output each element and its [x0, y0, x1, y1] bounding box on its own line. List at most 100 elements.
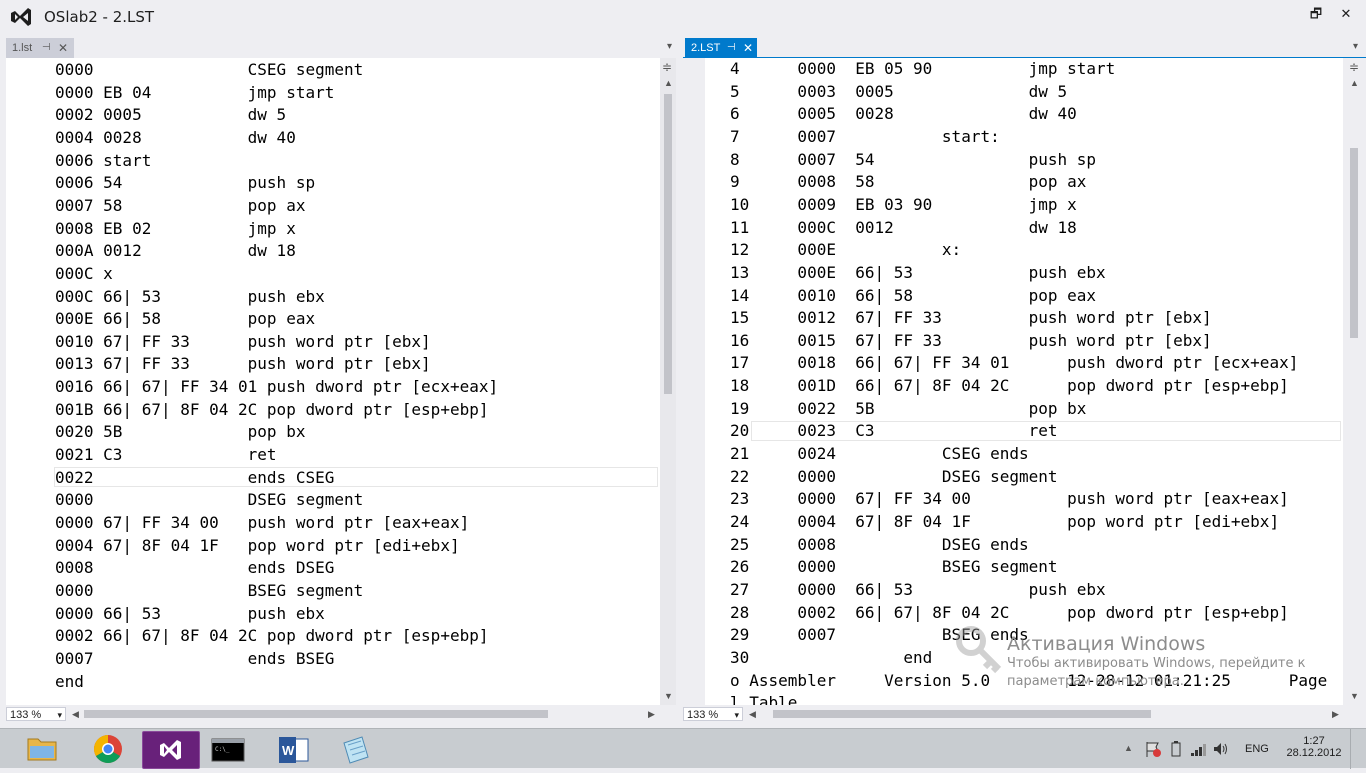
close-tab-icon[interactable]: ✕ [743, 41, 754, 55]
horizontal-scroll-thumb[interactable] [773, 710, 1151, 718]
title-bar: OSlab2 - 2.LST 🗗 ✕ [0, 0, 1366, 36]
action-center-flag-icon[interactable] [1144, 740, 1162, 758]
code-line: 22 0000 DSEG segment [730, 466, 1058, 486]
code-line: 27 0000 66| 53 push ebx [730, 579, 1106, 599]
chrome-button[interactable] [80, 731, 136, 767]
code-line: 0006 start [55, 150, 152, 170]
clock[interactable]: 1:27 28.12.2012 [1284, 729, 1344, 769]
code-line: 25 0008 DSEG ends [730, 534, 1029, 554]
volume-icon[interactable] [1212, 740, 1230, 758]
code-line: 0000 DSEG segment [55, 490, 364, 510]
code-line: 0004 0028 dw 40 [55, 127, 296, 147]
code-line: 9 0008 58 pop ax [730, 172, 1087, 192]
code-line: 26 0000 BSEG segment [730, 557, 1058, 577]
current-line-highlight [751, 421, 1341, 441]
right-bottom-bar: 133 % ▾ ◀ ▶ [683, 705, 1366, 723]
code-line: 17 0018 66| 67| FF 34 01 push dword ptr … [730, 353, 1299, 373]
code-line: 19 0022 5B pop bx [730, 398, 1087, 418]
taskbar: C:\_ W ▲ ENG [0, 728, 1366, 769]
tab-dropdown-icon[interactable]: ▾ [1353, 41, 1359, 52]
scroll-thumb[interactable] [1350, 148, 1358, 338]
visual-studio-icon [160, 740, 181, 760]
zoom-select[interactable]: 133 % ▾ [6, 707, 66, 721]
watermark-line1: Чтобы активировать Windows, перейдите к [1007, 656, 1306, 671]
code-line: 30 end [730, 647, 933, 667]
close-button[interactable]: ✕ [1340, 6, 1352, 21]
visual-studio-logo-icon [11, 8, 31, 26]
code-line: 21 0024 CSEG ends [730, 444, 1029, 464]
word-button[interactable]: W [266, 731, 322, 767]
code-line: 11 000C 0012 dw 18 [730, 217, 1077, 237]
language-indicator[interactable]: ENG [1245, 743, 1269, 755]
code-line: 16 0015 67| FF 33 push word ptr [ebx] [730, 330, 1212, 350]
pin-icon[interactable]: ⊣ [42, 42, 51, 53]
tab-label: 2.LST [691, 42, 721, 54]
clock-time: 1:27 [1303, 735, 1325, 747]
code-line: 001B 66| 67| 8F 04 2C pop dword ptr [esp… [55, 399, 489, 419]
scroll-right-icon[interactable]: ▶ [1332, 709, 1339, 719]
code-line: 29 0007 BSEG ends [730, 625, 1029, 645]
left-bottom-bar: 133 % ▾ ◀ ▶ [0, 705, 676, 723]
visual-studio-button[interactable] [142, 731, 200, 769]
battery-icon[interactable] [1168, 740, 1184, 758]
code-line: 000C 66| 53 push ebx [55, 286, 325, 306]
code-line: 0008 EB 02 jmp x [55, 218, 296, 238]
code-line: 4 0000 EB 05 90 jmp start [730, 59, 1116, 78]
cmd-button[interactable]: C:\_ [200, 731, 256, 767]
horizontal-scroll-thumb[interactable] [84, 710, 548, 718]
code-line: 24 0004 67| 8F 04 1F pop word ptr [edi+e… [730, 512, 1280, 531]
code-line: 23 0000 67| FF 34 00 push word ptr [eax+… [730, 489, 1289, 509]
pane-splitter[interactable] [676, 58, 683, 723]
watermark-line2: параметрам компьютера. [1007, 674, 1184, 689]
tab-label: 1.lst [12, 42, 33, 54]
code-line: 0020 5B pop bx [55, 422, 306, 442]
right-vertical-scrollbar[interactable]: ≑ ▲ ▼ [1343, 58, 1366, 705]
left-vertical-scrollbar[interactable]: ≑ ▲ ▼ [660, 58, 676, 705]
right-tab-strip: 2.LST ⊣ ✕ ▾ [683, 38, 1366, 59]
close-tab-icon[interactable]: ✕ [58, 41, 69, 55]
scroll-thumb[interactable] [664, 94, 672, 394]
scroll-down-icon[interactable]: ▼ [664, 691, 673, 701]
code-line: 0000 66| 53 push ebx [55, 603, 325, 623]
code-line: 000E 66| 58 pop eax [55, 309, 316, 329]
code-line: 18 001D 66| 67| 8F 04 2C pop dword ptr [… [730, 376, 1289, 396]
tab-1-lst[interactable]: 1.lst ⊣ ✕ [6, 38, 74, 58]
zoom-value: 133 % [687, 709, 719, 721]
word-icon: W [279, 737, 309, 763]
activation-watermark: Активация Windows Чтобы активировать Win… [1007, 633, 1306, 691]
tab-dropdown-icon[interactable]: ▾ [667, 41, 673, 52]
code-line: 0000 67| FF 34 00 push word ptr [eax+eax… [55, 513, 470, 532]
command-prompt-icon: C:\_ [211, 738, 245, 762]
scroll-up-icon[interactable]: ▲ [1350, 78, 1359, 88]
show-hidden-icons-icon[interactable]: ▲ [1124, 743, 1133, 753]
scroll-down-icon[interactable]: ▼ [1350, 691, 1359, 701]
code-line: 0004 67| 8F 04 1F pop word ptr [edi+ebx] [55, 535, 460, 555]
notepad-button[interactable] [328, 731, 384, 767]
scroll-right-icon[interactable]: ▶ [648, 709, 655, 719]
split-handle-icon[interactable]: ≑ [1349, 60, 1360, 74]
scroll-left-icon[interactable]: ◀ [749, 709, 756, 719]
pin-icon[interactable]: ⊣ [727, 42, 736, 53]
code-line: 0006 54 push sp [55, 173, 316, 193]
code-line: 0010 67| FF 33 push word ptr [ebx] [55, 331, 431, 351]
show-desktop-button[interactable] [1350, 729, 1366, 769]
code-line: 0008 ends DSEG [55, 558, 335, 578]
network-signal-icon[interactable] [1190, 740, 1208, 758]
zoom-select[interactable]: 133 % ▾ [683, 707, 743, 721]
code-line: 15 0012 67| FF 33 push word ptr [ebx] [730, 308, 1212, 328]
tab-2-lst[interactable]: 2.LST ⊣ ✕ [685, 38, 757, 58]
code-line: l Table [730, 693, 798, 705]
code-line: o Assembler Version 5.0 12-28-12 01:21:2… [730, 670, 1328, 690]
key-icon [956, 626, 1002, 674]
explorer-button[interactable] [14, 731, 70, 767]
chrome-icon [94, 735, 122, 763]
code-line: 0013 67| FF 33 push word ptr [ebx] [55, 354, 431, 374]
code-line: 13 000E 66| 53 push ebx [730, 262, 1106, 282]
restore-button[interactable]: 🗗 [1309, 6, 1323, 21]
code-line: 6 0005 0028 dw 40 [730, 104, 1077, 124]
scroll-left-icon[interactable]: ◀ [72, 709, 79, 719]
scroll-up-icon[interactable]: ▲ [664, 78, 673, 88]
split-handle-icon[interactable]: ≑ [662, 60, 673, 74]
